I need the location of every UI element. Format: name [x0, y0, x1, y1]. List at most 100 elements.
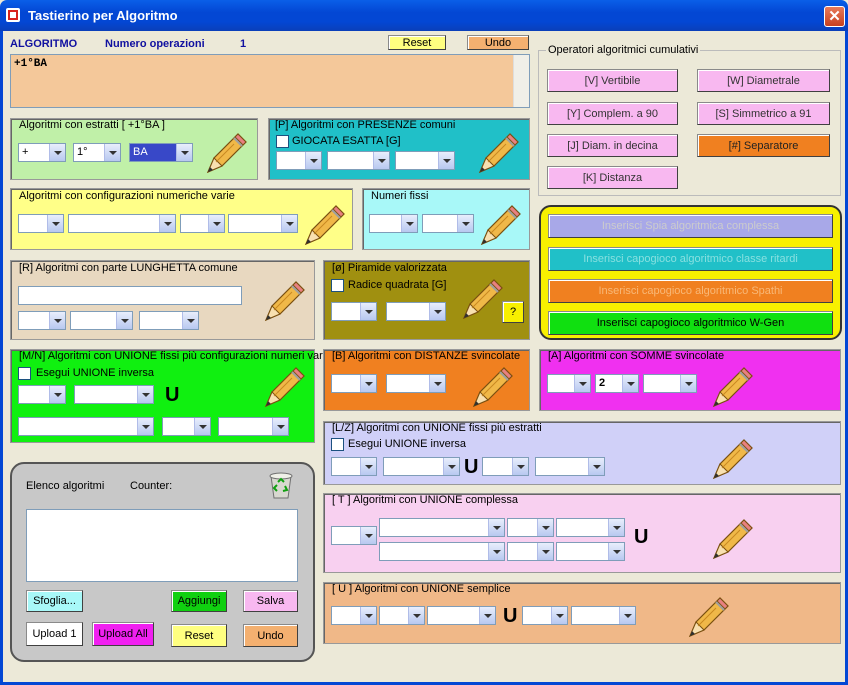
semplice-select-5[interactable] [571, 606, 636, 625]
window-title: Tastierino per Algoritmo [28, 8, 178, 23]
chevron-down-icon [208, 215, 224, 232]
vertibile-button[interactable]: [V] Vertibile [547, 69, 678, 92]
pencil-icon[interactable] [200, 128, 250, 178]
unione-fissi-select-4[interactable] [162, 417, 211, 436]
spia-button[interactable]: Inserisci Spia algoritmica complessa [548, 214, 833, 238]
giocata-esatta-checkbox[interactable] [276, 135, 289, 148]
giocata-esatta-label: GIOCATA ESATTA [G] [292, 135, 401, 147]
elenco-undo-button[interactable]: Undo [243, 624, 298, 647]
lunghetta-select-3[interactable] [139, 311, 199, 330]
radice-checkbox[interactable] [331, 279, 344, 292]
distanza-button[interactable]: [K] Distanza [547, 166, 678, 189]
pencil-icon[interactable] [706, 362, 756, 412]
separatore-button[interactable]: [#] Separatore [697, 134, 830, 157]
somme-select-2[interactable]: 2 [595, 374, 639, 393]
estratti-select-1[interactable]: + [18, 143, 66, 162]
editor-scrollbar[interactable] [513, 55, 529, 107]
unione-fissi-select-2[interactable] [74, 385, 154, 404]
radice-label: Radice quadrata [G] [348, 279, 447, 291]
unione-inversa-checkbox[interactable] [18, 367, 31, 380]
salva-button[interactable]: Salva [243, 590, 298, 612]
estratti-select-3[interactable]: BA [129, 143, 193, 162]
complessa-select-1[interactable] [331, 526, 377, 545]
config-title: Algoritmi con configurazioni numeriche v… [19, 190, 235, 202]
presenze-select-1[interactable] [276, 151, 322, 170]
undo-button[interactable]: Undo [467, 35, 529, 50]
diametrale-button[interactable]: [W] Diametrale [697, 69, 830, 92]
config-select-2[interactable] [68, 214, 176, 233]
presenze-select-3[interactable] [395, 151, 455, 170]
complem-button[interactable]: [Y] Complem. a 90 [547, 102, 678, 125]
semplice-select-3[interactable] [427, 606, 496, 625]
counter-label: Counter: [130, 480, 173, 492]
somme-select-3[interactable] [643, 374, 697, 393]
complessa-select-7[interactable] [556, 542, 625, 561]
aggiungi-button[interactable]: Aggiungi [171, 590, 227, 612]
estratti-title: Algoritmi con estratti [ +1°BA ] [19, 119, 165, 131]
fissi-select-1[interactable] [369, 214, 418, 233]
estratti-select-2[interactable]: 1° [73, 143, 121, 162]
complessa-unione-symbol: U [634, 526, 649, 548]
config-select-3[interactable] [180, 214, 225, 233]
chevron-down-icon [512, 458, 528, 475]
operatori-title: Operatori algoritmici cumulativi [546, 44, 701, 56]
complessa-select-4[interactable] [556, 518, 625, 537]
lz-select-3[interactable] [482, 457, 529, 476]
distanze-select-1[interactable] [331, 374, 377, 393]
somme-select-1[interactable] [547, 374, 591, 393]
recycle-bin-icon[interactable] [265, 468, 297, 500]
chevron-down-icon [47, 215, 63, 232]
lunghetta-select-2[interactable] [70, 311, 133, 330]
complessa-select-3[interactable] [507, 518, 554, 537]
upload1-button[interactable]: Upload 1 [26, 622, 83, 646]
lz-unione-symbol: U [464, 456, 479, 478]
spathi-button[interactable]: Inserisci capogioco algoritmico Spathi [548, 279, 833, 303]
lz-select-2[interactable] [383, 457, 460, 476]
unione-fissi-select-5[interactable] [218, 417, 289, 436]
pencil-icon[interactable] [682, 592, 732, 642]
pencil-icon[interactable] [706, 434, 756, 484]
semplice-select-4[interactable] [522, 606, 568, 625]
fissi-select-2[interactable] [422, 214, 474, 233]
lunghetta-input[interactable] [18, 286, 242, 305]
uploadall-button[interactable]: Upload All [92, 622, 154, 646]
pencil-icon[interactable] [474, 200, 524, 250]
simmetrico-button[interactable]: [S] Simmetrico a 91 [697, 102, 830, 125]
elenco-list[interactable] [26, 509, 298, 582]
help-button[interactable]: ? [502, 301, 524, 323]
complessa-select-2[interactable] [379, 518, 505, 537]
lz-select-4[interactable] [535, 457, 605, 476]
complessa-select-5[interactable] [379, 542, 505, 561]
diam-decina-button[interactable]: [J] Diam. in decina [547, 134, 678, 157]
pencil-icon[interactable] [258, 362, 308, 412]
piramide-select-1[interactable] [331, 302, 377, 321]
unione-fissi-select-3[interactable] [18, 417, 154, 436]
pencil-icon[interactable] [472, 128, 522, 178]
pencil-icon[interactable] [466, 362, 516, 412]
lunghetta-select-1[interactable] [18, 311, 66, 330]
unione-fissi-select-1[interactable] [18, 385, 66, 404]
reset-button[interactable]: Reset [388, 35, 446, 50]
config-select-4[interactable] [228, 214, 298, 233]
semplice-title: [ U ] Algoritmi con UNIONE semplice [332, 583, 511, 595]
lz-inversa-checkbox[interactable] [331, 438, 344, 451]
ritardi-button[interactable]: Inserisci capogioco algoritmico classe r… [548, 247, 833, 271]
wgen-button[interactable]: Inserisci capogioco algoritmico W-Gen [548, 311, 833, 335]
semplice-select-1[interactable] [331, 606, 377, 625]
pencil-icon[interactable] [456, 274, 506, 324]
sfoglia-button[interactable]: Sfoglia... [26, 590, 83, 612]
piramide-select-2[interactable] [386, 302, 446, 321]
lz-select-1[interactable] [331, 457, 377, 476]
pencil-icon[interactable] [258, 276, 308, 326]
pencil-icon[interactable] [298, 200, 348, 250]
config-select-1[interactable] [18, 214, 64, 233]
distanze-select-2[interactable] [386, 374, 446, 393]
close-button[interactable]: ✕ [824, 6, 845, 27]
algorithm-editor[interactable]: +1°BA [10, 54, 530, 108]
elenco-reset-button[interactable]: Reset [171, 624, 227, 647]
presenze-select-2[interactable] [327, 151, 390, 170]
semplice-select-2[interactable] [379, 606, 425, 625]
pencil-icon[interactable] [706, 514, 756, 564]
complessa-select-6[interactable] [507, 542, 554, 561]
estratti-select-3-value: BA [133, 146, 148, 158]
